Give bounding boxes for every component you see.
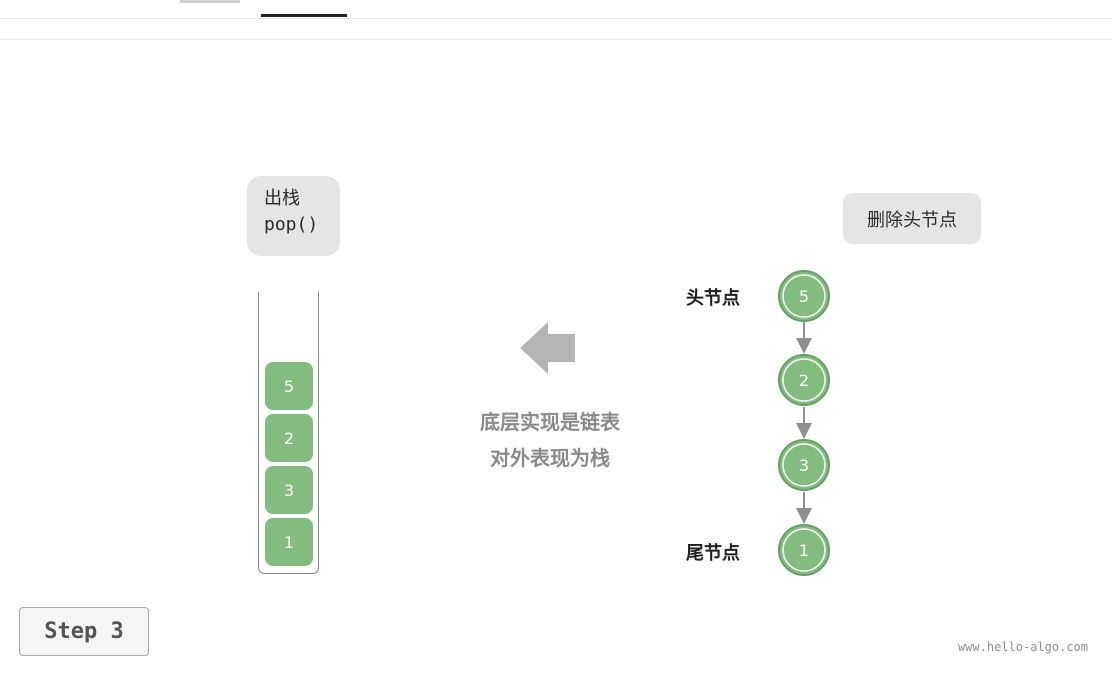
list-node-value: 3 — [799, 456, 809, 475]
explanation-line-1: 底层实现是链表 — [480, 410, 620, 434]
active-tab-indicator — [261, 14, 347, 17]
explanation-text: 底层实现是链表 对外表现为栈 — [440, 404, 660, 476]
list-node-value: 2 — [799, 371, 809, 390]
list-node: 3 — [778, 439, 830, 491]
stack-item: 3 — [265, 466, 313, 514]
stack-container — [258, 292, 319, 574]
tail-node-label: 尾节点 — [686, 543, 740, 564]
list-node-value: 1 — [799, 541, 809, 560]
list-node: 1 — [778, 524, 830, 576]
top-tab-bar — [0, 0, 1112, 19]
stack-operation-label: 出栈 pop() — [247, 176, 340, 256]
stack-item: 5 — [265, 362, 313, 410]
step-indicator: Step 3 — [19, 607, 149, 656]
stack-item: 1 — [265, 518, 313, 566]
tab-hint — [180, 0, 240, 3]
list-node-value: 5 — [799, 287, 809, 306]
list-node: 5 — [778, 270, 830, 322]
explanation-line-2: 对外表现为栈 — [490, 446, 610, 470]
header-divider — [0, 39, 1112, 40]
stack-operation-code: pop() — [264, 214, 319, 235]
linked-list-operation-label: 删除头节点 — [843, 193, 981, 244]
left-arrow-icon — [520, 322, 575, 374]
stack-item: 2 — [265, 414, 313, 462]
footer-url: www.hello-algo.com — [957, 640, 1088, 654]
stack-operation-title: 出栈 — [264, 188, 300, 209]
list-node: 2 — [778, 354, 830, 406]
head-node-label: 头节点 — [686, 288, 740, 309]
